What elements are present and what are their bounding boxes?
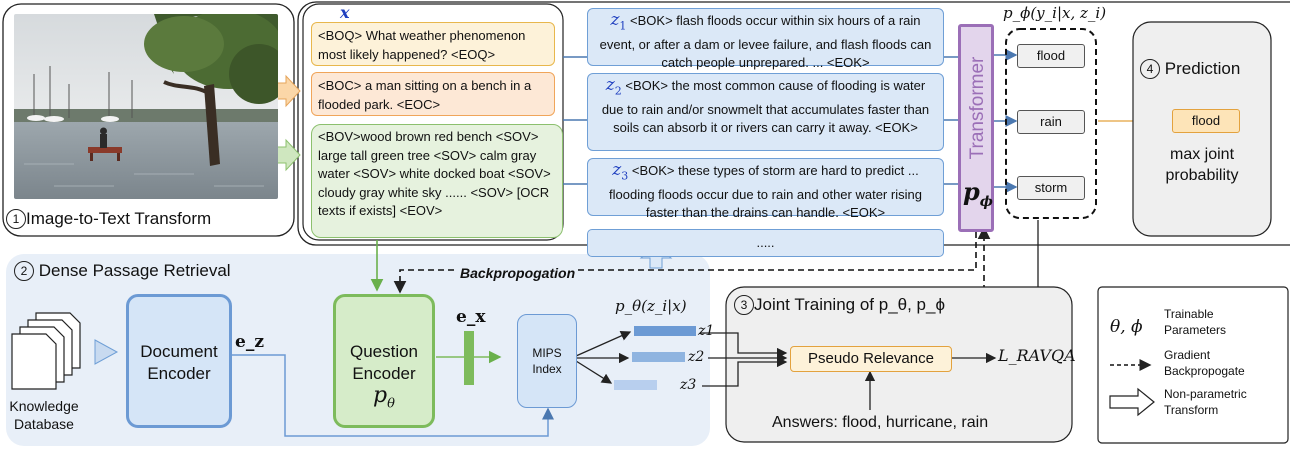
legend-gradient: Gradient Backpropogate <box>1164 348 1245 378</box>
knowledge-ellipsis-box: ..... <box>587 229 944 257</box>
caption-box: <BOC> a man sitting on a bench in a floo… <box>311 72 555 116</box>
legend-hollow-arrow-icon <box>1109 387 1155 417</box>
pseudo-relevance-box: Pseudo Relevance <box>790 346 952 372</box>
caption-text: <BOC> a man sitting on a bench in a floo… <box>318 78 532 112</box>
answers-line: Answers: flood, hurricane, rain <box>772 414 989 431</box>
legend-nonparam: Non-parametric Transform <box>1164 387 1247 417</box>
knowledge-box-1: z1 <BOK> flash floods occur within six h… <box>587 8 944 70</box>
question-encoder: Question Encoder pθ <box>333 294 435 428</box>
knowledge-database-label: Knowledge Database <box>9 398 79 432</box>
knowledge-1-text: <BOK> flash floods occur within six hour… <box>599 13 932 71</box>
image-to-text-title: Image-to-Text Transform <box>26 209 212 228</box>
z3-score-bar <box>614 380 657 390</box>
ex-vector-bar <box>464 331 474 385</box>
knowledge-2-var: z2 <box>605 75 622 98</box>
answer-storm: storm <box>1017 176 1085 200</box>
z3-label: z3 <box>680 377 697 393</box>
backprop-label: Backpropogation <box>458 264 578 282</box>
transformer-label: Transformer <box>967 56 988 160</box>
legend-trainable: Trainable Parameters <box>1164 307 1227 337</box>
transformer-block: Transformer pϕ <box>958 24 994 232</box>
prediction-title: 4 Prediction <box>1140 58 1240 80</box>
transformer-param: pϕ <box>963 177 993 210</box>
z2-label: z2 <box>688 349 705 365</box>
question-text: <BOQ> What weather phenomenon most likel… <box>318 28 526 62</box>
step-3-circle: 3 <box>734 295 754 315</box>
ez-label: e_z <box>235 332 264 352</box>
ellipsis-text: ..... <box>756 235 775 250</box>
objects-box: <BOV>wood brown red bench <SOV> large ta… <box>311 124 563 238</box>
knowledge-3-text: <BOK> these types of storm are hard to p… <box>609 163 922 221</box>
image-panel <box>2 3 295 237</box>
answer-flood: flood <box>1017 44 1085 68</box>
z2-score-bar <box>632 352 685 362</box>
objects-hollow-arrow <box>275 138 301 172</box>
retrieval-probability-header: p_θ(z_i|x) <box>615 297 687 315</box>
z1-label: z1 <box>698 323 715 339</box>
document-stack-icon <box>11 312 81 390</box>
answers-group <box>1005 28 1097 219</box>
question-box: <BOQ> What weather phenomenon most likel… <box>311 22 555 66</box>
x-variable-label: x <box>340 3 350 22</box>
objects-text: <BOV>wood brown red bench <SOV> large ta… <box>318 129 551 218</box>
document-encoder: Document Encoder <box>126 294 232 428</box>
z1-score-bar <box>634 326 696 336</box>
dpr-title: 2 Dense Passage Retrieval <box>14 260 231 282</box>
knowledge-3-var: z3 <box>612 160 629 183</box>
caption-hollow-arrow <box>275 74 301 108</box>
knowledge-box-2: z2 <BOK> the most common cause of floodi… <box>587 73 944 151</box>
prediction-caption: max joint probability <box>1165 146 1239 184</box>
knowledge-2-text: <BOK> the most common cause of flooding … <box>601 78 930 136</box>
step-4-circle: 4 <box>1140 59 1160 79</box>
mips-index: MIPS Index <box>517 314 577 408</box>
loss-label: L_RAVQA <box>998 346 1076 365</box>
step-1-circle: 1 <box>6 209 26 229</box>
knowledge-1-var: z1 <box>610 10 627 33</box>
step-2-circle: 2 <box>14 261 34 281</box>
answer-probability-header: p_ϕ(y_i|x, z_i) <box>1003 4 1107 22</box>
ex-label: e_x <box>456 307 486 327</box>
knowledge-box-3: z3 <BOK> these types of storm are hard t… <box>587 158 944 220</box>
answer-rain: rain <box>1017 110 1085 134</box>
flooded-park-image <box>14 14 278 199</box>
legend-symbols: θ, ϕ <box>1110 317 1143 337</box>
prediction-result: flood <box>1172 109 1240 133</box>
